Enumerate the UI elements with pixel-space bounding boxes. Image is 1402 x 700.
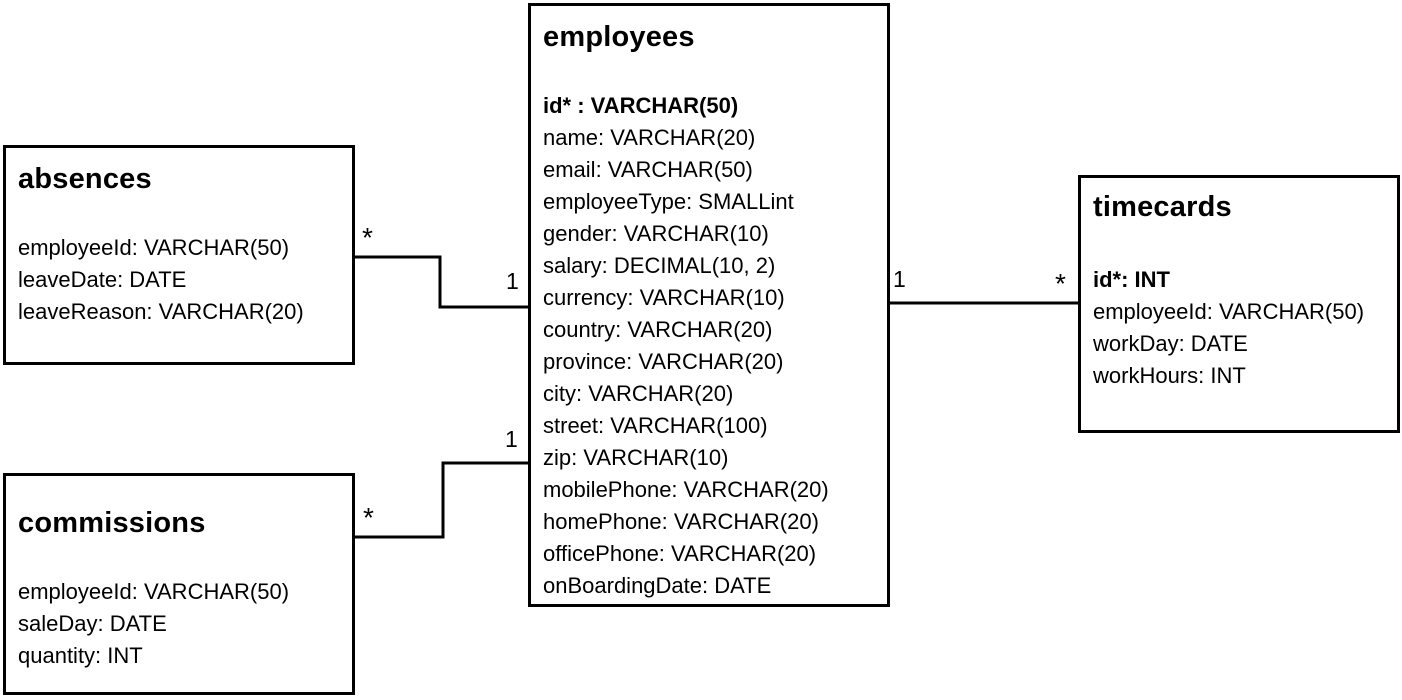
table-employees-title: employees (543, 21, 695, 53)
field-row: province: VARCHAR(20) (543, 349, 784, 374)
field-row-primary-key: id*: INT (1093, 267, 1170, 292)
table-absences[interactable]: absences employeeId: VARCHAR(50) leaveDa… (3, 145, 355, 365)
table-absences-title: absences (18, 163, 152, 195)
table-commissions-title: commissions (18, 507, 206, 539)
field-row: currency: VARCHAR(10) (543, 285, 785, 310)
field-row: email: VARCHAR(50) (543, 157, 753, 182)
field-row: name: VARCHAR(20) (543, 125, 756, 150)
field-row: workDay: DATE (1093, 331, 1248, 356)
cardinality-label-commissions-many: * (363, 502, 374, 533)
table-absences-fields: employeeId: VARCHAR(50) leaveDate: DATE … (18, 232, 340, 328)
field-row: gender: VARCHAR(10) (543, 221, 769, 246)
field-row: country: VARCHAR(20) (543, 317, 773, 342)
table-timecards-fields: id*: INT employeeId: VARCHAR(50) workDay… (1093, 264, 1385, 392)
connector-commissions-employees-line (355, 461, 528, 539)
field-row: salary: DECIMAL(10, 2) (543, 253, 776, 278)
field-row: leaveReason: VARCHAR(20) (18, 299, 304, 324)
table-employees[interactable]: employees id* : VARCHAR(50) name: VARCHA… (528, 3, 890, 607)
field-row: homePhone: VARCHAR(20) (543, 509, 819, 534)
field-row: zip: VARCHAR(10) (543, 445, 729, 470)
table-commissions[interactable]: commissions employeeId: VARCHAR(50) sale… (3, 473, 355, 695)
field-row: leaveDate: DATE (18, 267, 187, 292)
field-row: employeeId: VARCHAR(50) (1093, 299, 1365, 324)
table-timecards-title: timecards (1093, 191, 1232, 223)
field-row: officePhone: VARCHAR(20) (543, 541, 817, 566)
table-employees-fields: id* : VARCHAR(50) name: VARCHAR(20) emai… (543, 90, 875, 602)
field-row-primary-key: id* : VARCHAR(50) (543, 93, 739, 118)
field-row: mobilePhone: VARCHAR(20) (543, 477, 829, 502)
field-row: employeeType: SMALLint (543, 189, 794, 214)
connector-absences-employees-line (355, 255, 528, 309)
field-row: street: VARCHAR(100) (543, 413, 768, 438)
field-row: employeeId: VARCHAR(50) (18, 235, 290, 260)
cardinality-label-employees-one-commissions: 1 (505, 426, 518, 452)
cardinality-label-absences-many: * (362, 222, 373, 253)
field-row: employeeId: VARCHAR(50) (18, 579, 290, 604)
field-row: quantity: INT (18, 643, 143, 668)
cardinality-label-employees-one-absences: 1 (506, 268, 519, 294)
field-row: city: VARCHAR(20) (543, 381, 734, 406)
field-row: saleDay: DATE (18, 611, 167, 636)
field-row: onBoardingDate: DATE (543, 573, 772, 598)
cardinality-label-employees-one-timecards: 1 (893, 266, 906, 292)
table-commissions-fields: employeeId: VARCHAR(50) saleDay: DATE qu… (18, 576, 340, 672)
field-row: workHours: INT (1093, 363, 1246, 388)
table-timecards[interactable]: timecards id*: INT employeeId: VARCHAR(5… (1078, 175, 1400, 433)
cardinality-label-timecards-many: * (1055, 268, 1066, 299)
